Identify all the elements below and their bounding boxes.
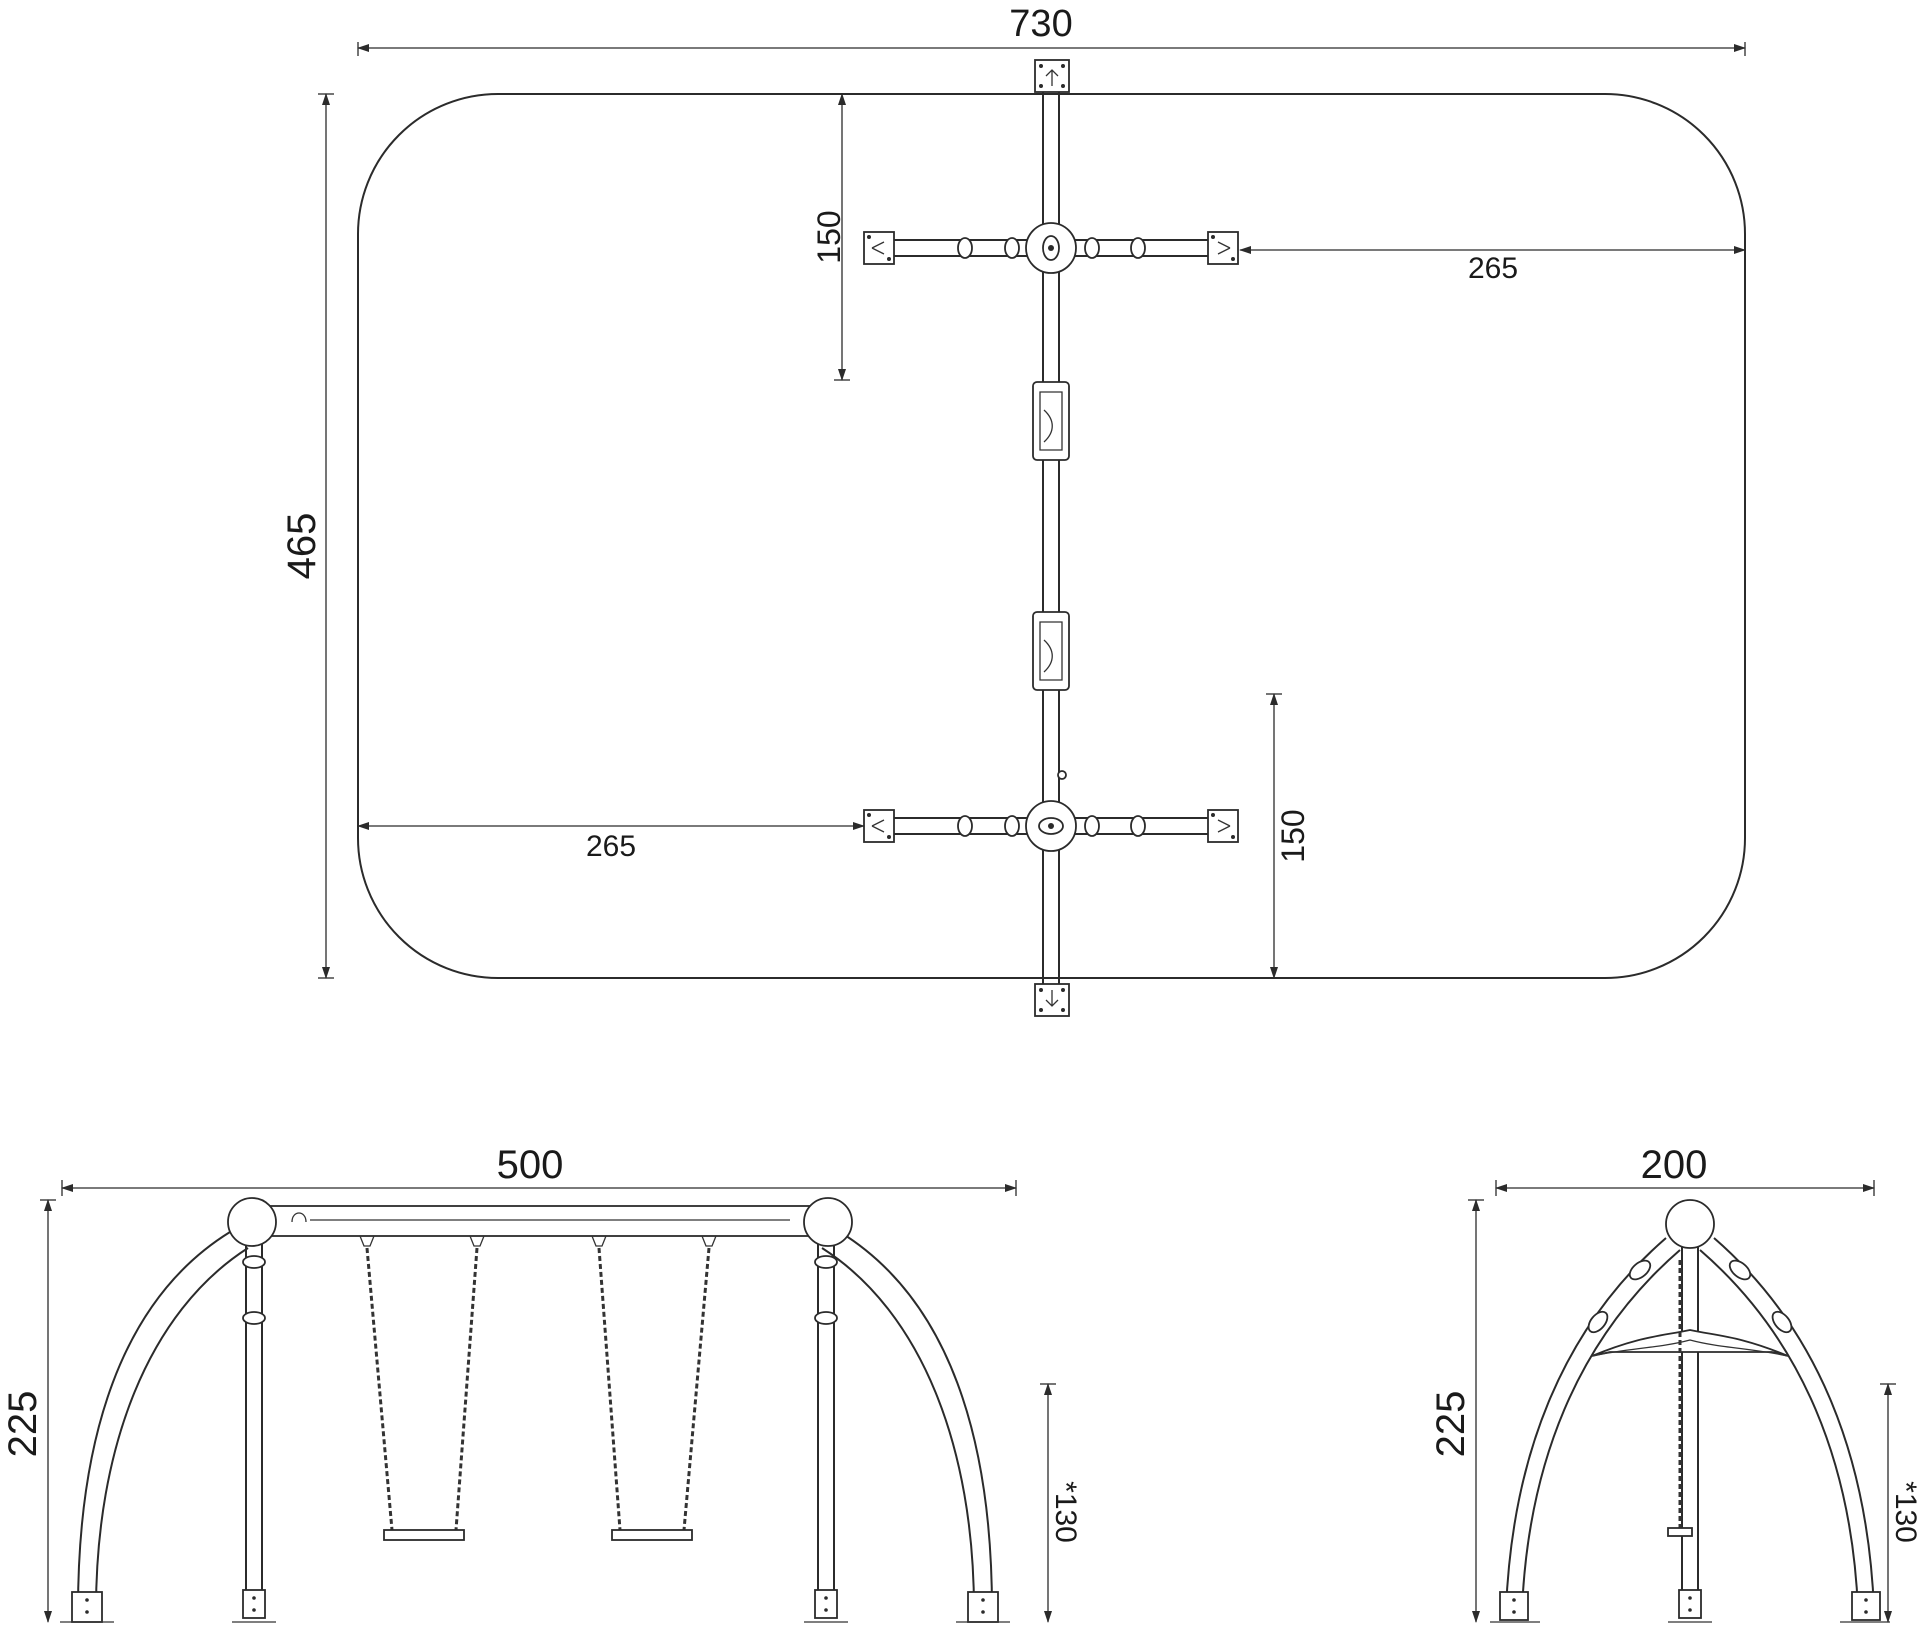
plan-seat-hanger-2 <box>1032 611 1070 691</box>
side-leg-clamps <box>1587 1259 1793 1334</box>
front-width-dimension <box>61 1180 1017 1196</box>
plan-width-dimension <box>357 42 1746 56</box>
front-right-connector-ball <box>803 1197 853 1247</box>
plan-upper-cross-arm <box>863 222 1239 274</box>
front-seat-height-label: *130 <box>1049 1481 1082 1543</box>
safety-area-outline <box>357 93 1746 979</box>
side-height-dimension <box>1468 1199 1484 1623</box>
side-brace-panel <box>1591 1329 1789 1357</box>
plan-upper-reach-label: 265 <box>1468 252 1518 285</box>
plan-lower-cross-arm <box>863 770 1239 852</box>
side-height-label: 225 <box>1429 1391 1473 1458</box>
front-left-post <box>232 1236 276 1623</box>
plan-upper-offset-dimension <box>834 93 850 381</box>
plan-upper-offset-label: 150 <box>811 210 847 263</box>
front-seat-height-dimension <box>1040 1383 1056 1623</box>
side-seat-height-dimension <box>1880 1383 1896 1623</box>
front-height-dimension <box>40 1199 56 1623</box>
front-left-arch <box>60 1231 249 1623</box>
side-elevation: 200 225 *130 <box>1429 1143 1920 1623</box>
front-top-beam <box>267 1205 811 1237</box>
plan-lower-reach-label: 265 <box>586 830 636 863</box>
side-right-leg <box>1699 1237 1890 1623</box>
front-elevation: 500 225 *130 <box>1 1143 1082 1623</box>
side-seat-height-label: *130 <box>1889 1481 1920 1543</box>
front-right-arch <box>821 1231 1010 1623</box>
front-swing-seat-1 <box>359 1235 485 1541</box>
plan-depth-dimension <box>318 93 334 979</box>
plan-lower-offset-dimension <box>1266 693 1282 979</box>
front-width-label: 500 <box>497 1143 564 1187</box>
side-width-dimension <box>1495 1180 1875 1196</box>
plan-depth-label: 465 <box>280 513 324 580</box>
plan-lower-offset-label: 150 <box>1275 809 1311 862</box>
side-swing-seat <box>1667 1260 1693 1537</box>
plan-foot-plate-top <box>1034 59 1070 93</box>
plan-seat-hanger-1 <box>1032 381 1070 461</box>
side-center-post <box>1668 1236 1712 1623</box>
plan-width-label: 730 <box>1009 3 1072 45</box>
side-left-leg <box>1490 1237 1681 1623</box>
plan-main-beam <box>1042 80 1060 1000</box>
plan-foot-plate-bottom <box>1034 983 1070 1017</box>
front-right-post <box>804 1236 848 1623</box>
front-height-label: 225 <box>1 1391 45 1458</box>
plan-view: 730 465 150 265 265 150 <box>280 3 1746 1017</box>
front-swing-seat-2 <box>591 1235 717 1541</box>
front-left-connector-ball <box>227 1197 277 1247</box>
side-width-label: 200 <box>1641 1143 1708 1187</box>
side-top-connector-ball <box>1665 1199 1715 1249</box>
